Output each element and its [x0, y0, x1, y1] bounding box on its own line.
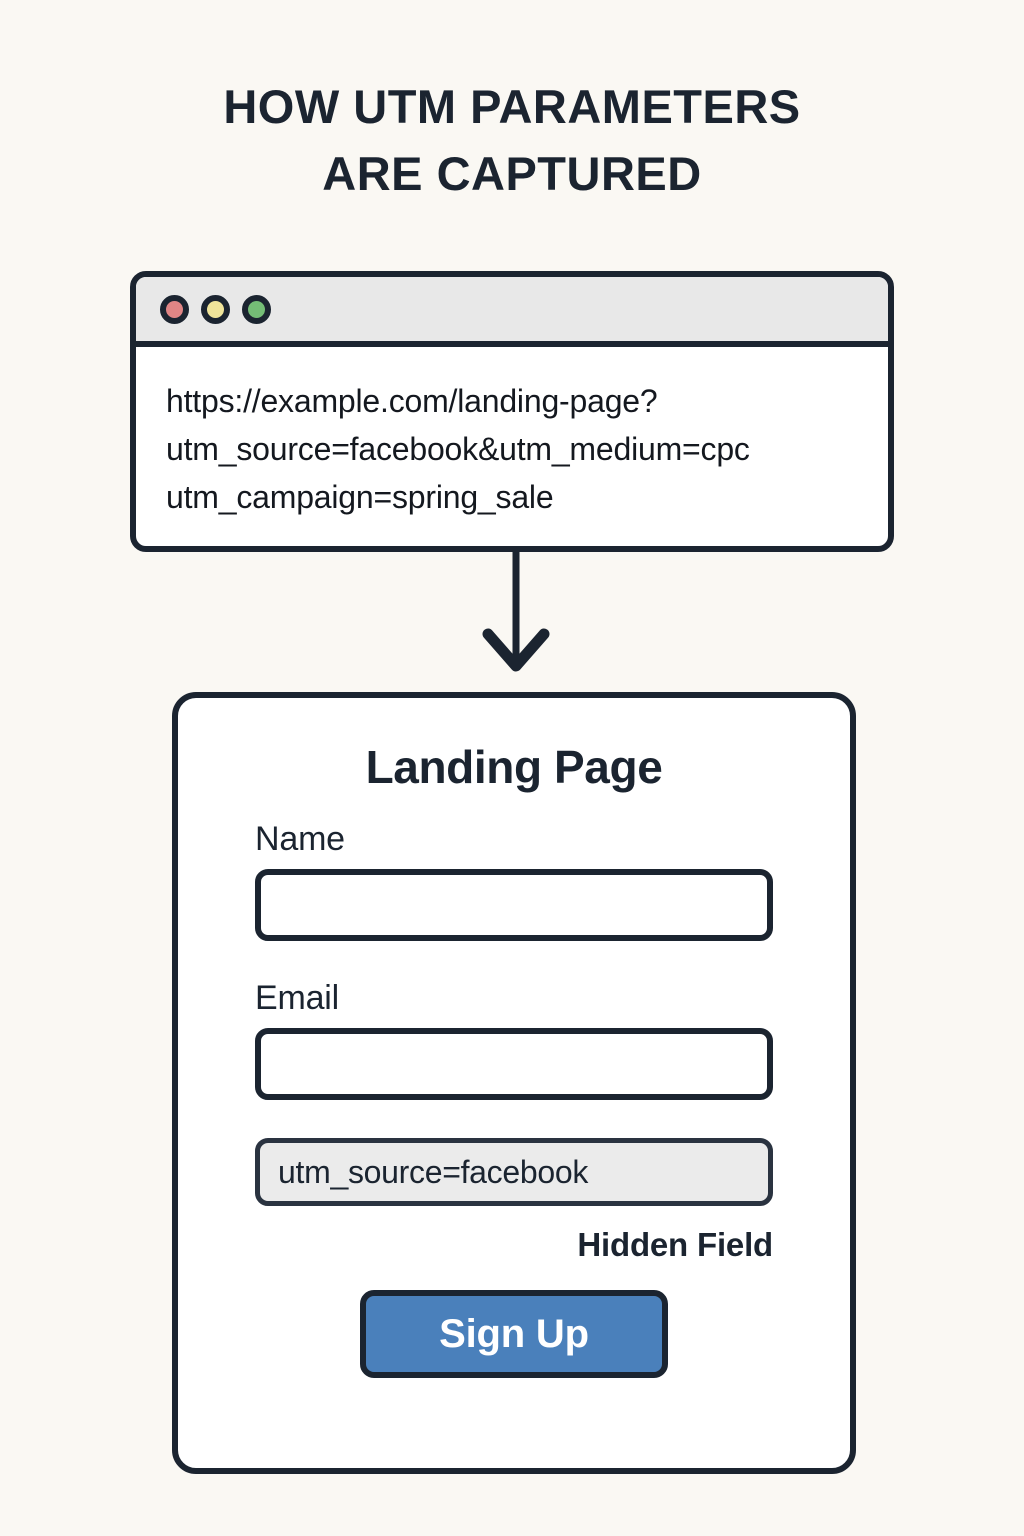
- name-field-label: Name: [255, 820, 345, 858]
- email-input[interactable]: [255, 1028, 773, 1100]
- maximize-dot[interactable]: [242, 294, 271, 324]
- signup-button-row: Sign Up: [255, 1290, 773, 1378]
- landing-page-heading: Landing Page: [365, 741, 663, 793]
- utm-hidden-input[interactable]: utm_source=facebook: [255, 1138, 773, 1206]
- url-text[interactable]: https://example.com/landing-page? utm_so…: [166, 383, 750, 515]
- utm-hidden-input-value: utm_source=facebook: [278, 1153, 589, 1190]
- browser-titlebar: [136, 277, 888, 347]
- flow-arrow-icon: [482, 548, 550, 672]
- browser-window: https://example.com/landing-page? utm_so…: [130, 271, 894, 552]
- signup-form: Name Email utm_source=facebook Hidden Fi…: [255, 794, 773, 1378]
- minimize-dot[interactable]: [201, 294, 230, 324]
- name-input[interactable]: [255, 869, 773, 941]
- email-field-label: Email: [255, 979, 340, 1017]
- landing-page-card: Landing Page Name Email utm_source=faceb…: [172, 692, 856, 1474]
- page-title: HOW UTM PARAMETERS ARE CAPTURED: [223, 80, 801, 200]
- hidden-field-caption: Hidden Field: [577, 1226, 773, 1263]
- browser-body: https://example.com/landing-page? utm_so…: [136, 347, 888, 521]
- close-dot[interactable]: [160, 294, 189, 324]
- sign-up-button[interactable]: Sign Up: [360, 1290, 668, 1378]
